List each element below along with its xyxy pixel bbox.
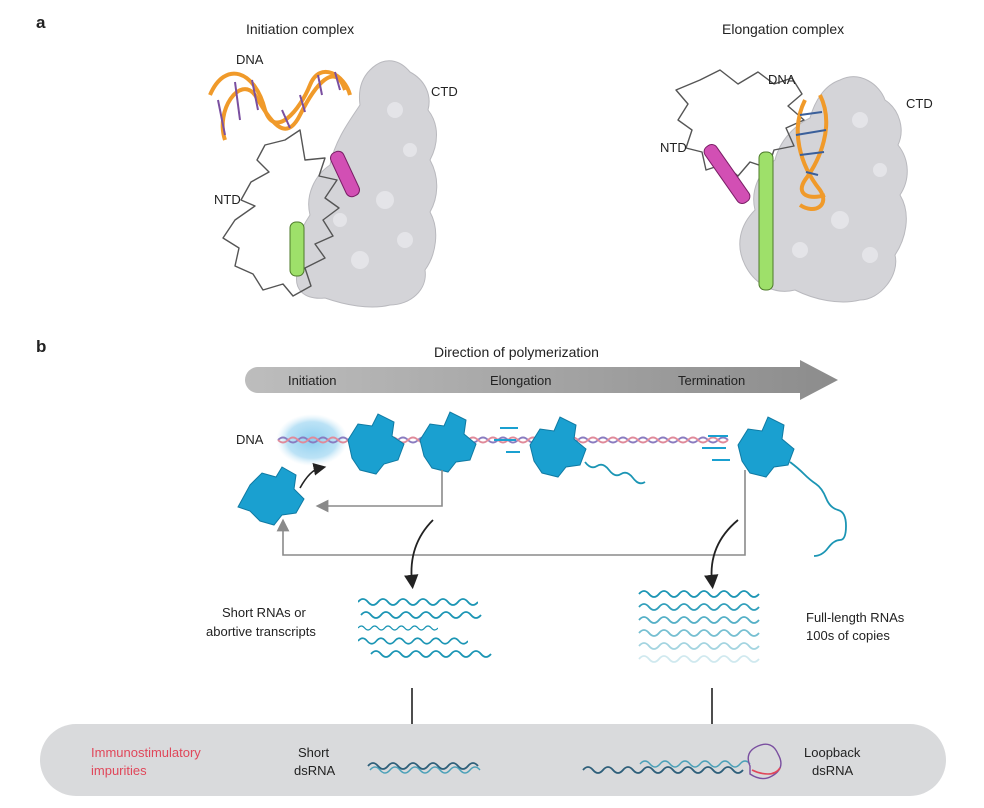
impurities-band — [40, 724, 946, 796]
direction-arrow — [245, 360, 838, 400]
polymerase-free — [237, 466, 305, 526]
nascent-rna-1 — [584, 461, 646, 485]
panel-a-letter: a — [36, 13, 46, 32]
motion-dashes — [494, 427, 730, 461]
termination-return-arrow — [276, 470, 746, 556]
stage-elongation: Elongation — [490, 373, 551, 388]
impurities-label-line2: impurities — [91, 763, 147, 778]
elongation-protein-surface — [739, 76, 908, 303]
initiation-dna-helix — [208, 70, 352, 141]
short-dsrna-label-line1: Short — [298, 745, 329, 760]
stage-termination: Termination — [678, 373, 745, 388]
full-length-rna-stack — [637, 589, 761, 664]
abortive-return-arrow — [315, 470, 443, 513]
recycle-arrow-up — [299, 462, 327, 489]
short-dsrna — [367, 762, 481, 774]
short-rnas-label-line1: Short RNAs or — [222, 605, 306, 620]
direction-label: Direction of polymerization — [434, 344, 599, 360]
initiation-dna-label: DNA — [236, 52, 264, 67]
elongation-magenta-helix — [703, 143, 751, 205]
panel-b-letter: b — [36, 337, 46, 356]
initiation-title: Initiation complex — [246, 21, 354, 37]
polymerase-1 — [347, 413, 405, 475]
loopback-label-line2: dsRNA — [812, 763, 854, 778]
elongation-dna-label: DNA — [768, 72, 796, 87]
dna-label: DNA — [236, 432, 264, 447]
initiation-green-helix — [289, 221, 305, 277]
promoter-glow — [276, 414, 348, 466]
initiation-ntd-backbone — [222, 129, 340, 297]
initiation-magenta-helix — [329, 150, 361, 198]
initiation-complex-structure: Initiation complex DNA CTD NTD — [208, 21, 458, 308]
loopback-dsrna — [582, 743, 782, 780]
initiation-ntd-label: NTD — [214, 192, 241, 207]
loopback-label-line1: Loopback — [804, 745, 861, 760]
polymerase-2 — [419, 411, 477, 473]
elongation-dna-helix — [795, 94, 829, 211]
nascent-rna-2 — [789, 461, 847, 557]
elongation-complex-structure: Elongation complex DNA CTD NTD — [660, 21, 933, 303]
impurities-label-line1: Immunostimulatory — [91, 745, 201, 760]
initiation-protein-surface — [294, 60, 438, 308]
full-length-release-arrow — [704, 519, 739, 590]
elongation-ntd-label: NTD — [660, 140, 687, 155]
short-rnas-label-line2: abortive transcripts — [206, 624, 316, 639]
full-length-label-line1: Full-length RNAs — [806, 610, 905, 625]
full-length-label-line2: 100s of copies — [806, 628, 890, 643]
elongation-green-helix — [758, 151, 774, 291]
short-rna-stack — [358, 598, 493, 659]
stage-initiation: Initiation — [288, 373, 336, 388]
polymerase-3 — [529, 416, 587, 478]
abortive-release-arrow — [404, 519, 434, 590]
elongation-title: Elongation complex — [722, 21, 844, 37]
polymerase-4 — [737, 416, 795, 478]
elongation-ctd-label: CTD — [906, 96, 933, 111]
short-dsrna-label-line2: dsRNA — [294, 763, 336, 778]
initiation-ctd-label: CTD — [431, 84, 458, 99]
